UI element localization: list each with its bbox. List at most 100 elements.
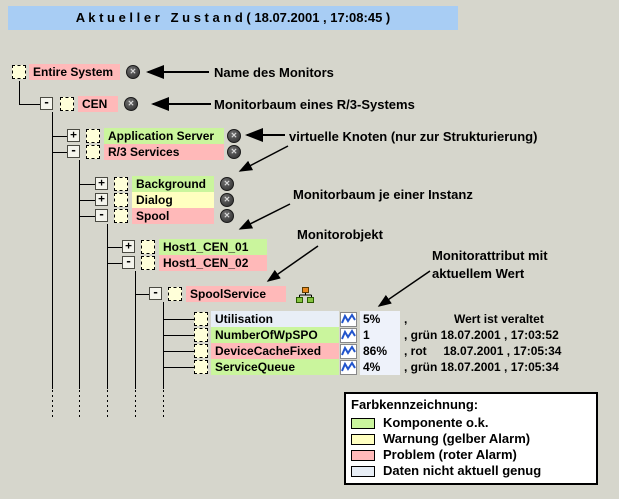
node-checkbox[interactable] xyxy=(12,65,26,79)
tree-row-spoolservice: - SpoolService xyxy=(0,286,619,303)
tree-node-label[interactable]: SpoolService xyxy=(186,286,286,302)
tree-line-continuation xyxy=(135,390,136,419)
tree-node-label[interactable]: Background xyxy=(132,176,214,192)
node-checkbox[interactable] xyxy=(194,360,208,374)
tree-line-continuation xyxy=(52,390,53,419)
expand-toggle[interactable]: + xyxy=(67,129,80,142)
line-chart-icon[interactable] xyxy=(340,360,357,380)
legend-swatch-yellow xyxy=(351,433,375,445)
attribute-label[interactable]: NumberOfWpSPO xyxy=(211,327,339,343)
attribute-value: 1 xyxy=(360,327,400,343)
expand-toggle[interactable]: + xyxy=(95,177,108,190)
legend-label: Komponente o.k. xyxy=(383,415,489,430)
attribute-value: 86% xyxy=(360,343,400,359)
close-icon[interactable]: ✕ xyxy=(220,193,234,207)
legend-swatch-gray xyxy=(351,465,375,477)
tree-row-r3-services: - R/3 Services ✕ xyxy=(0,144,619,160)
node-checkbox[interactable] xyxy=(194,344,208,358)
tree-line xyxy=(52,136,68,137)
line-chart-icon[interactable] xyxy=(340,344,357,364)
line-chart-icon[interactable] xyxy=(340,328,357,348)
collapse-toggle[interactable]: - xyxy=(149,287,162,300)
close-icon[interactable]: ✕ xyxy=(126,65,140,79)
annotation-instance-tree: Monitorbaum je einer Instanz xyxy=(293,187,473,202)
attribute-row-numberofwpspo: NumberOfWpSPO 1 , grün 18.07.2001 , 17:0… xyxy=(0,327,619,343)
tree-node-label[interactable]: Host1_CEN_01 xyxy=(159,239,267,255)
attribute-detail: , grün 18.07.2001 , 17:05:34 xyxy=(404,360,559,374)
expand-toggle[interactable]: + xyxy=(95,193,108,206)
attribute-value: 4% xyxy=(360,359,400,375)
node-checkbox[interactable] xyxy=(141,240,155,254)
tree-row-cen: - CEN ✕ xyxy=(0,96,619,112)
collapse-toggle[interactable]: - xyxy=(122,256,135,269)
annotation-monitor-tree: Monitorbaum eines R/3-Systems xyxy=(214,97,415,112)
legend-label: Problem (roter Alarm) xyxy=(383,447,517,462)
node-checkbox[interactable] xyxy=(168,287,182,301)
tree-line xyxy=(52,152,68,153)
attribute-label[interactable]: DeviceCacheFixed xyxy=(211,343,339,359)
legend-label: Daten nicht aktuell genug xyxy=(383,463,542,478)
node-checkbox[interactable] xyxy=(60,97,74,111)
expand-toggle[interactable]: + xyxy=(122,240,135,253)
node-checkbox[interactable] xyxy=(114,209,128,223)
tree-node-label[interactable]: Spool xyxy=(132,208,214,224)
legend-title: Farbkennzeichnung: xyxy=(351,397,479,412)
legend-item-warning: Warnung (gelber Alarm) xyxy=(351,431,591,447)
attribute-row-devicecachefixed: DeviceCacheFixed 86% , rot 18.07.2001 , … xyxy=(0,343,619,359)
tree-line-continuation xyxy=(163,390,164,419)
tree-line xyxy=(163,302,164,389)
annotation-monitor-name: Name des Monitors xyxy=(214,65,334,80)
close-icon[interactable]: ✕ xyxy=(124,97,138,111)
annotation-monitor-attribute: Monitorattribut mit xyxy=(432,248,548,263)
tree-line xyxy=(19,104,41,105)
tree-row-host1-cen-01: + Host1_CEN_01 xyxy=(0,239,619,255)
close-icon[interactable]: ✕ xyxy=(227,145,241,159)
color-legend: Farbkennzeichnung: Komponente o.k. Warnu… xyxy=(344,392,598,485)
node-checkbox[interactable] xyxy=(194,328,208,342)
tree-line xyxy=(163,367,195,368)
annotation-monitor-object: Monitorobjekt xyxy=(297,227,383,242)
tree-row-entire-system: Entire System ✕ xyxy=(0,64,619,80)
close-icon[interactable]: ✕ xyxy=(227,129,241,143)
tree-node-label[interactable]: Application Server xyxy=(104,128,224,144)
tree-line xyxy=(163,351,195,352)
attribute-row-utilisation: Utilisation 5% , Wert ist veraltet xyxy=(0,311,619,327)
collapse-toggle[interactable]: - xyxy=(95,209,108,222)
tree-line xyxy=(79,200,96,201)
attribute-value: 5% xyxy=(360,311,400,327)
tree-line-continuation xyxy=(79,390,80,419)
node-checkbox[interactable] xyxy=(194,312,208,326)
tree-line xyxy=(52,112,53,389)
node-checkbox[interactable] xyxy=(114,193,128,207)
attribute-detail: , grün 18.07.2001 , 17:03:52 xyxy=(404,328,559,342)
tree-line xyxy=(107,224,108,389)
attribute-label[interactable]: ServiceQueue xyxy=(211,359,339,375)
legend-item-ok: Komponente o.k. xyxy=(351,415,591,431)
tree-node-label[interactable]: Dialog xyxy=(132,192,214,208)
title-bar: A k t u e l l e r Z u s t a n d ( 18.07.… xyxy=(8,6,458,30)
node-checkbox[interactable] xyxy=(86,129,100,143)
node-checkbox[interactable] xyxy=(141,256,155,270)
tree-node-label[interactable]: Host1_CEN_02 xyxy=(159,255,267,271)
tree-line-continuation xyxy=(107,390,108,419)
close-icon[interactable]: ✕ xyxy=(220,209,234,223)
tree-node-label[interactable]: CEN xyxy=(78,96,118,112)
collapse-toggle[interactable]: - xyxy=(67,145,80,158)
node-checkbox[interactable] xyxy=(86,145,100,159)
node-checkbox[interactable] xyxy=(114,177,128,191)
tree-node-label[interactable]: R/3 Services xyxy=(104,144,224,160)
collapse-toggle[interactable]: - xyxy=(40,97,53,110)
tree-row-application-server: + Application Server ✕ xyxy=(0,128,619,144)
line-chart-icon[interactable] xyxy=(340,312,357,332)
tree-row-spool: - Spool ✕ xyxy=(0,208,619,224)
legend-item-problem: Problem (roter Alarm) xyxy=(351,447,591,463)
tree-line xyxy=(163,319,195,320)
tree-node-label[interactable]: Entire System xyxy=(29,64,120,80)
close-icon[interactable]: ✕ xyxy=(220,177,234,191)
legend-swatch-red xyxy=(351,449,375,461)
tree-line xyxy=(163,335,195,336)
tree-row-host1-cen-02: - Host1_CEN_02 xyxy=(0,255,619,271)
legend-swatch-green xyxy=(351,417,375,429)
attribute-label[interactable]: Utilisation xyxy=(211,311,339,327)
